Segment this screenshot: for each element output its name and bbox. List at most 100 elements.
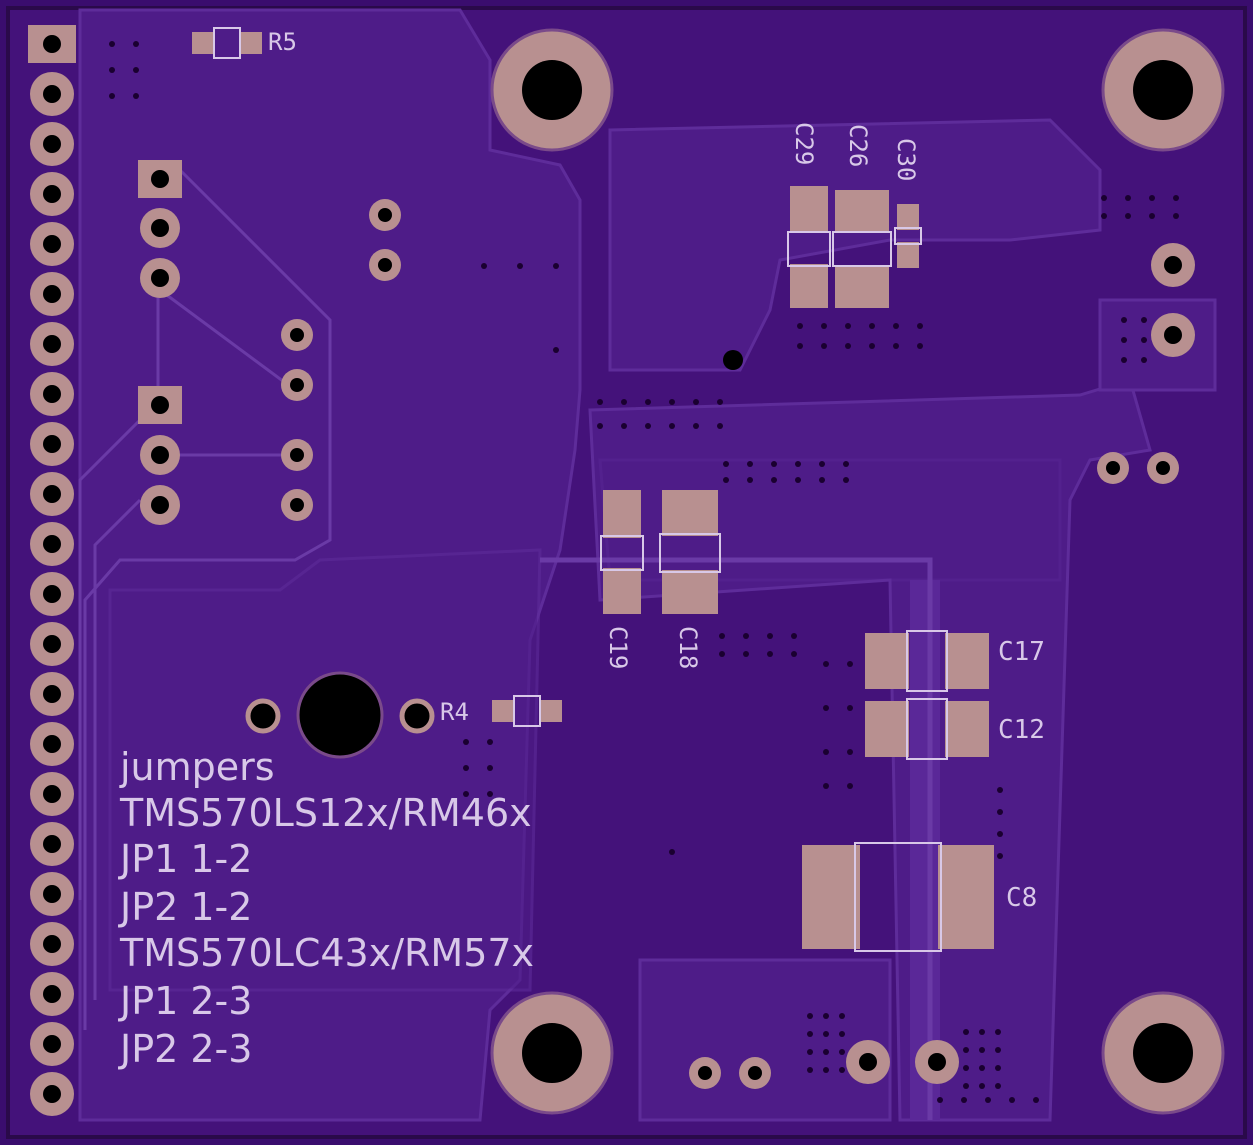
header-pin-drill <box>43 1035 61 1053</box>
label-c12: C12 <box>998 715 1045 745</box>
via <box>1101 195 1107 201</box>
via <box>845 323 851 329</box>
via <box>597 423 603 429</box>
center-hole <box>296 671 384 759</box>
via <box>717 423 723 429</box>
via <box>1141 337 1147 343</box>
via <box>839 1067 845 1073</box>
via <box>553 347 559 353</box>
via <box>963 1083 969 1089</box>
via <box>979 1065 985 1071</box>
via <box>839 1049 845 1055</box>
via <box>979 1029 985 1035</box>
via <box>693 423 699 429</box>
jumper-jp1 <box>138 160 182 298</box>
traces <box>78 168 933 1120</box>
jumper-notes: jumpers TMS570LS12x/RM46x JP1 1-2 JP2 1-… <box>118 745 534 1071</box>
via <box>109 93 115 99</box>
via <box>693 399 699 405</box>
via <box>133 67 139 73</box>
via <box>771 461 777 467</box>
via <box>823 1067 829 1073</box>
via <box>995 1083 1001 1089</box>
mounting-hole-bottom-left <box>490 991 614 1115</box>
via <box>823 1031 829 1037</box>
capacitor-c29 <box>787 186 831 308</box>
label-c26: C26 <box>844 124 872 167</box>
via <box>847 705 853 711</box>
via <box>133 41 139 47</box>
capacitor-c8 <box>802 842 994 952</box>
via <box>487 791 493 797</box>
via <box>719 651 725 657</box>
via <box>823 1049 829 1055</box>
via <box>621 423 627 429</box>
via <box>487 765 493 771</box>
via <box>823 749 829 755</box>
header-pin-drill <box>43 285 61 303</box>
via <box>517 263 523 269</box>
via-fields <box>109 41 1179 1103</box>
via <box>845 343 851 349</box>
header-pin-drill <box>43 735 61 753</box>
label-r5: R5 <box>268 28 297 56</box>
via <box>997 853 1003 859</box>
via <box>1121 357 1127 363</box>
via <box>1149 195 1155 201</box>
header-pin-drill <box>43 1085 61 1103</box>
capacitor-c19 <box>600 490 644 614</box>
header-pin-drill <box>43 135 61 153</box>
label-c29: C29 <box>790 122 818 165</box>
via <box>869 343 875 349</box>
via <box>961 1097 967 1103</box>
header-pin-drill <box>43 835 61 853</box>
capacitor-c17 <box>865 630 989 692</box>
header-pin-drill <box>43 435 61 453</box>
header-pin-drill <box>43 635 61 653</box>
note-line-6: JP1 2-3 <box>118 979 252 1023</box>
header-pin-drill <box>43 785 61 803</box>
via <box>995 1047 1001 1053</box>
via <box>847 661 853 667</box>
via <box>917 343 923 349</box>
via <box>823 661 829 667</box>
via <box>985 1097 991 1103</box>
via <box>979 1083 985 1089</box>
header-pin-drill <box>43 85 61 103</box>
via <box>819 461 825 467</box>
via <box>1125 195 1131 201</box>
via <box>463 739 469 745</box>
via <box>819 477 825 483</box>
via <box>1149 213 1155 219</box>
via <box>553 263 559 269</box>
via <box>767 651 773 657</box>
via <box>839 1013 845 1019</box>
via <box>869 323 875 329</box>
jumper-jp2 <box>138 386 182 525</box>
header-pins <box>30 72 74 1116</box>
via <box>1173 213 1179 219</box>
note-line-4: JP2 1-2 <box>118 885 252 929</box>
via <box>747 477 753 483</box>
via <box>823 1013 829 1019</box>
via <box>839 1031 845 1037</box>
via <box>997 809 1003 815</box>
note-line-5: TMS570LC43x/RM57x <box>119 931 534 975</box>
mounting-hole-bottom-right <box>1101 991 1225 1115</box>
label-r4: R4 <box>440 698 469 726</box>
note-line-2: TMS570LS12x/RM46x <box>119 791 532 835</box>
via <box>109 67 115 73</box>
via <box>795 477 801 483</box>
header-pin-drill <box>43 585 61 603</box>
via <box>937 1097 943 1103</box>
via <box>669 849 675 855</box>
via <box>791 633 797 639</box>
label-c18: C18 <box>674 626 702 669</box>
via <box>743 651 749 657</box>
via <box>807 1049 813 1055</box>
header-pin-drill <box>43 535 61 553</box>
via <box>893 343 899 349</box>
header-pin-drill <box>43 885 61 903</box>
via <box>1121 317 1127 323</box>
via <box>723 461 729 467</box>
